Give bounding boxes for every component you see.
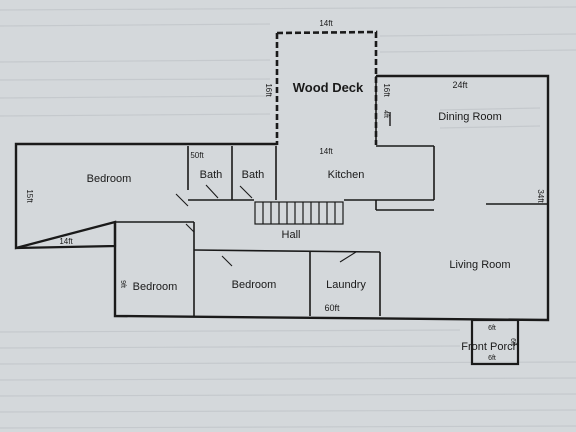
dim-deck-width: 14ft <box>319 19 333 28</box>
dim-left-depth: 15ft <box>25 189 34 203</box>
interior-walls <box>115 76 548 316</box>
front-porch-outline <box>470 318 520 366</box>
dim-deck-left-depth: 16ft <box>264 83 273 97</box>
dim-deck-right-depth: 16ft <box>382 83 391 97</box>
room-label-bath-2: Bath <box>242 169 265 181</box>
door-marks <box>175 184 357 267</box>
room-label-wood-deck: Wood Deck <box>293 80 364 95</box>
room-label-bedroom-small: Bedroom <box>133 281 178 293</box>
room-label-bedroom-left: Bedroom <box>87 173 132 185</box>
room-label-laundry: Laundry <box>326 279 366 291</box>
dim-bedroom-width: 14ft <box>59 237 73 246</box>
room-label-front-porch: Front Porch <box>461 341 518 353</box>
dim-kitchen-width: 14ft <box>319 147 333 156</box>
room-label-bedroom-middle: Bedroom <box>232 279 277 291</box>
dim-porch-bottom: 6ft <box>488 355 496 362</box>
dim-deck-small: 4ft <box>382 110 389 118</box>
exterior-wall <box>14 74 550 322</box>
room-label-hall: Hall <box>282 229 301 241</box>
dim-small-bedroom: 9ft <box>119 280 126 288</box>
dim-dining-width: 24ft <box>452 80 468 90</box>
dim-porch-top: 6ft <box>488 325 496 332</box>
dim-front-width: 60ft <box>324 303 340 313</box>
dim-bath-width: 50ft <box>190 151 204 160</box>
staircase <box>254 201 344 225</box>
dim-porch-side: 6ft <box>509 338 516 346</box>
room-label-dining-room: Dining Room <box>438 111 502 123</box>
room-label-living-room: Living Room <box>449 259 510 271</box>
room-label-bath-1: Bath <box>200 169 223 181</box>
bedroom-wall <box>15 222 117 250</box>
dim-right-depth: 34ft <box>536 189 545 203</box>
room-label-kitchen: Kitchen <box>328 169 365 181</box>
